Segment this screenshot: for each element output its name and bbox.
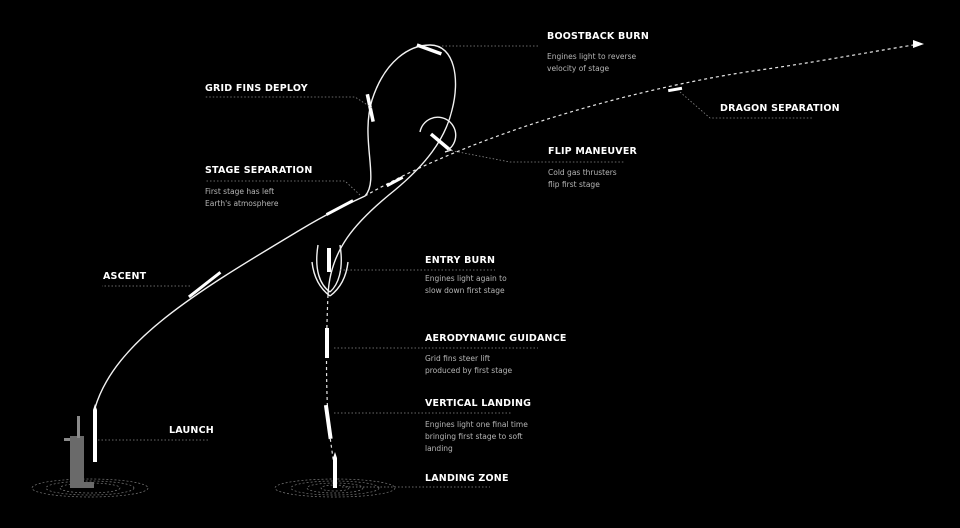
rocket-stage-sep-icon (325, 199, 354, 216)
launch-title: LAUNCH (169, 425, 214, 436)
dragon-trajectory (364, 43, 921, 197)
entry-desc-1: Engines light again to (425, 274, 507, 283)
rocket-flip-icon (429, 132, 451, 151)
ascent-title: ASCENT (103, 271, 147, 282)
boostback-desc-2: velocity of stage (547, 64, 610, 73)
landing-zone-title: LANDING ZONE (425, 473, 509, 484)
rocket-launch-icon (93, 404, 97, 462)
stage-sep-desc-1: First stage has left (205, 187, 274, 196)
flip-desc-2: flip first stage (548, 180, 600, 189)
rocket-entry-icon (327, 248, 331, 272)
launch-tower (64, 416, 94, 488)
entry-burn-plume (311, 244, 349, 297)
stage-sep-desc-2: Earth's atmosphere (205, 199, 279, 208)
dragon-capsule-icon (667, 40, 924, 93)
entry-title: ENTRY BURN (425, 255, 495, 266)
flip-desc-1: Cold gas thrusters (548, 168, 617, 177)
flip-title: FLIP MANEUVER (548, 146, 638, 157)
ascent-trajectory (94, 195, 366, 409)
flip-maneuver-arc (419, 116, 457, 153)
aero-desc-2: produced by first stage (425, 366, 512, 375)
vertical-desc-3: landing (425, 444, 453, 453)
vertical-desc-1: Engines light one final time (425, 420, 528, 429)
stage-sep-title: STAGE SEPARATION (205, 165, 312, 176)
coast-loop-trajectory (327, 44, 457, 296)
vertical-title: VERTICAL LANDING (425, 398, 531, 409)
leader-dragon (679, 91, 812, 119)
descent-trajectory (325, 294, 336, 476)
leader-lines (98, 45, 812, 488)
aero-desc-1: Grid fins steer lift (425, 354, 490, 363)
rocket-ascent-icon (188, 271, 222, 299)
rocket-vertical-landing-icon (323, 404, 333, 440)
boostback-desc-1: Engines light to reverse (547, 52, 636, 61)
dragon-title: DRAGON SEPARATION (720, 103, 840, 114)
vertical-desc-2: bringing first stage to soft (425, 432, 523, 441)
entry-desc-2: slow down first stage (425, 286, 505, 295)
rocket-landed-icon (333, 452, 337, 488)
rocket-grid-fins-icon (365, 93, 375, 123)
leader-flip (447, 149, 625, 163)
boostback-title: BOOSTBACK BURN (547, 31, 649, 42)
aero-title: AERODYNAMIC GUIDANCE (425, 333, 567, 344)
leader-grid-fins (205, 96, 373, 109)
rocket-boostback-icon (416, 43, 442, 56)
rocket-aero-icon (325, 328, 329, 358)
second-stage-icon (386, 176, 404, 188)
grid-fins-title: GRID FINS DEPLOY (205, 83, 308, 94)
